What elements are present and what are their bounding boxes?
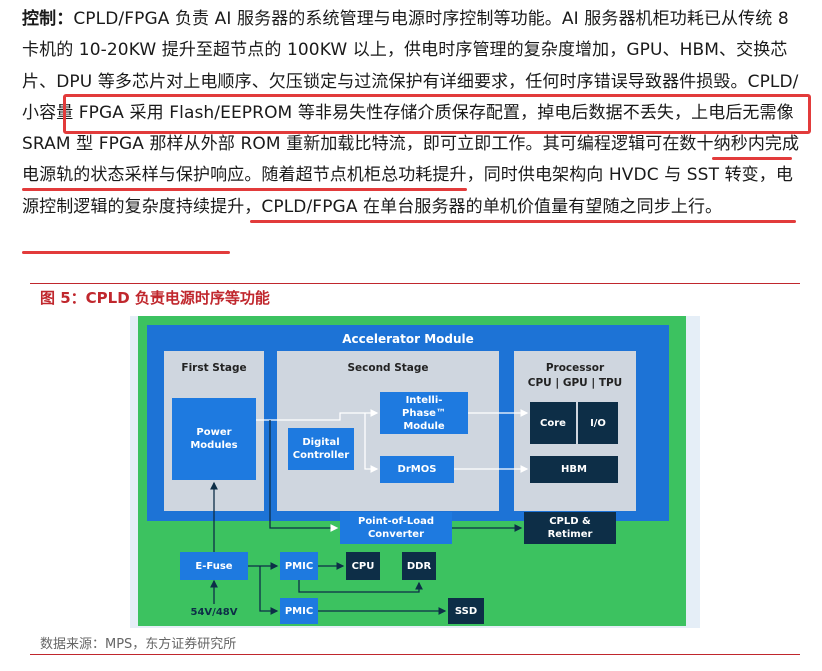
paragraph-lead: 控制： bbox=[22, 9, 74, 29]
highlight-box bbox=[63, 94, 811, 134]
underline bbox=[22, 188, 467, 191]
efuse-block: E-Fuse bbox=[180, 552, 248, 580]
paragraph-sentence-6: 。 bbox=[705, 196, 723, 217]
connector-arrows bbox=[210, 409, 529, 615]
cpu-block: CPU bbox=[346, 552, 380, 580]
body-paragraph: 控制：CPLD/FPGA 负责 AI 服务器的系统管理与电源时序控制等功能。AI… bbox=[22, 4, 802, 223]
paragraph-sentence-2: CPLD/小容量 FPGA 采用 Flash/EEPROM 等非易失性存储介质保… bbox=[22, 71, 799, 155]
figure-source: 数据来源：MPS，东方证券研究所 bbox=[40, 637, 237, 652]
power-modules-block: Power Modules bbox=[172, 398, 256, 480]
paragraph-sentence-4: 。随着超节点机柜总功耗提升，同时供电架构向 HVDC 与 SST 转变， bbox=[244, 165, 776, 186]
underline bbox=[250, 220, 796, 223]
underline bbox=[22, 251, 230, 254]
figure-top-rule bbox=[30, 283, 800, 284]
drmos-block: DrMOS bbox=[380, 456, 454, 483]
second-stage-title: Second Stage bbox=[347, 362, 429, 374]
paragraph-highlight-1: 其可编程逻辑可在数十纳秒内完成电源轨的状态采样与保护响应 bbox=[22, 134, 800, 186]
pmic-block-2: PMIC bbox=[280, 598, 318, 624]
core-block: Core bbox=[530, 402, 576, 444]
processor-types: CPU | GPU | TPU bbox=[527, 377, 623, 389]
accelerator-module-title: Accelerator Module bbox=[342, 332, 474, 346]
paragraph-sentence-1: CPLD/FPGA 负责 AI 服务器的系统管理与电源时序控制等功能。AI 服务… bbox=[22, 9, 789, 92]
input-voltage-label: 54V/48V bbox=[190, 607, 238, 618]
intelli-phase-block: Intelli-Phase™ Module bbox=[380, 392, 468, 434]
first-stage-title: First Stage bbox=[181, 362, 247, 374]
digital-controller-block: Digital Controller bbox=[288, 428, 354, 470]
figure-bottom-rule bbox=[30, 654, 800, 655]
power-diagram: Accelerator Module First Stage Second St… bbox=[130, 316, 700, 628]
cpld-retimer-block: CPLD & Retimer bbox=[524, 512, 616, 544]
paragraph-highlight-2: 电源控制逻辑的复杂度持续提升，CPLD/FPGA 在单台服务器的单机价值量有望随… bbox=[22, 165, 793, 217]
processor-title: Processor bbox=[545, 362, 605, 374]
pmic-block-1: PMIC bbox=[280, 552, 318, 580]
figure-title: 图 5：CPLD 负责电源时序等功能 bbox=[40, 289, 270, 307]
underline bbox=[712, 157, 792, 160]
hbm-block: HBM bbox=[530, 456, 618, 483]
pol-converter-block: Point-of-Load Converter bbox=[340, 512, 452, 544]
ssd-block: SSD bbox=[448, 598, 484, 624]
io-block: I/O bbox=[578, 402, 618, 444]
ddr-block: DDR bbox=[402, 552, 436, 580]
